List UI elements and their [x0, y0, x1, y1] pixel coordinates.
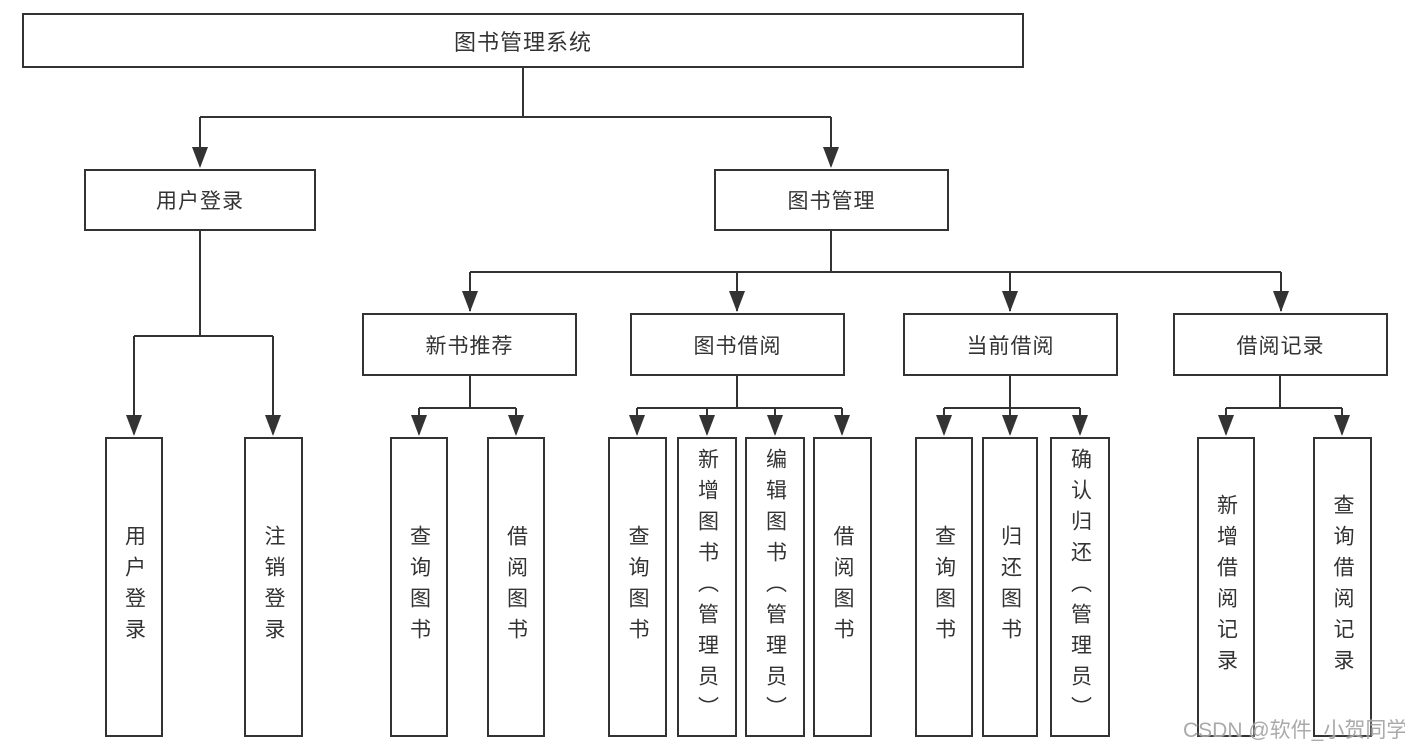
connector-user-login-to-leaves — [133, 231, 274, 434]
leaf-label: 注销登录 — [262, 525, 285, 649]
arrowhead — [629, 415, 645, 436]
node-borrow-records: 借阅记录 — [1173, 313, 1388, 376]
leaf-label: 查询图书 — [407, 525, 431, 649]
csdn-watermark: CSDN @软件_小贺同学 — [1183, 719, 1405, 742]
arrowhead — [936, 415, 952, 436]
arrowhead — [1072, 415, 1088, 436]
arrowhead — [699, 415, 715, 436]
node-book-borrow: 图书借阅 — [630, 313, 845, 376]
leaf-user-login: 用户登录 — [105, 437, 163, 737]
connector-new-book-to-leaves — [418, 376, 517, 434]
connector-book-borrow-to-leaves — [636, 376, 843, 434]
leaf-add-borrow-record: 新增借阅记录 — [1197, 437, 1255, 737]
leaf-label: 查询借阅记录 — [1331, 494, 1354, 680]
arrowhead — [1002, 415, 1018, 436]
arrowhead — [1334, 415, 1350, 436]
arrowhead — [126, 415, 142, 436]
leaf-query-books-recommend: 查询图书 — [390, 437, 448, 737]
arrowhead — [1273, 291, 1289, 312]
arrowhead — [767, 415, 783, 436]
arrowhead — [508, 415, 524, 436]
arrowhead — [834, 415, 850, 436]
connector-book-mgmt-to-level3 — [469, 231, 1282, 311]
arrowheads — [126, 147, 1350, 436]
leaf-label: 查询图书 — [626, 525, 649, 649]
node-new-book-recommend: 新书推荐 — [362, 313, 577, 376]
leaf-label: 确认归还（管理员） — [1068, 447, 1092, 727]
connector-borrow-record-to-leaves — [1225, 376, 1343, 434]
leaf-label: 借阅图书 — [504, 525, 528, 649]
node-root-library-management-system: 图书管理系统 — [22, 13, 1024, 68]
leaf-confirm-return-admin: 确认归还（管理员） — [1050, 437, 1110, 737]
leaf-label: 用户登录 — [122, 525, 146, 649]
arrowhead — [411, 415, 427, 436]
arrowhead — [1002, 291, 1018, 312]
leaf-query-borrow-record: 查询借阅记录 — [1313, 437, 1372, 737]
leaf-label: 新增图书（管理员） — [695, 447, 719, 727]
leaf-label: 归还图书 — [998, 525, 1022, 649]
leaf-logout: 注销登录 — [244, 437, 303, 737]
leaf-add-books-admin: 新增图书（管理员） — [677, 437, 737, 737]
node-book-management: 图书管理 — [714, 169, 949, 231]
node-user-login: 用户登录 — [84, 169, 316, 231]
arrowhead — [823, 147, 839, 168]
arrowhead — [265, 415, 281, 436]
arrowhead — [1218, 415, 1234, 436]
arrowhead — [192, 147, 208, 168]
leaf-label: 借阅图书 — [831, 525, 854, 649]
connector-root-to-level2 — [199, 68, 832, 166]
arrowhead — [462, 291, 478, 312]
node-current-borrow: 当前借阅 — [903, 313, 1118, 376]
leaf-borrow-books-recommend: 借阅图书 — [487, 437, 545, 737]
leaf-return-books: 归还图书 — [982, 437, 1038, 737]
leaf-label: 新增借阅记录 — [1214, 494, 1238, 680]
leaf-label: 编辑图书（管理员） — [763, 447, 787, 727]
leaf-query-books-current: 查询图书 — [915, 437, 973, 737]
leaf-label: 查询图书 — [932, 525, 956, 649]
leaf-edit-books-admin: 编辑图书（管理员） — [745, 437, 805, 737]
leaf-query-books-borrow: 查询图书 — [608, 437, 667, 737]
leaf-borrow-books: 借阅图书 — [813, 437, 872, 737]
arrowhead — [729, 291, 745, 312]
